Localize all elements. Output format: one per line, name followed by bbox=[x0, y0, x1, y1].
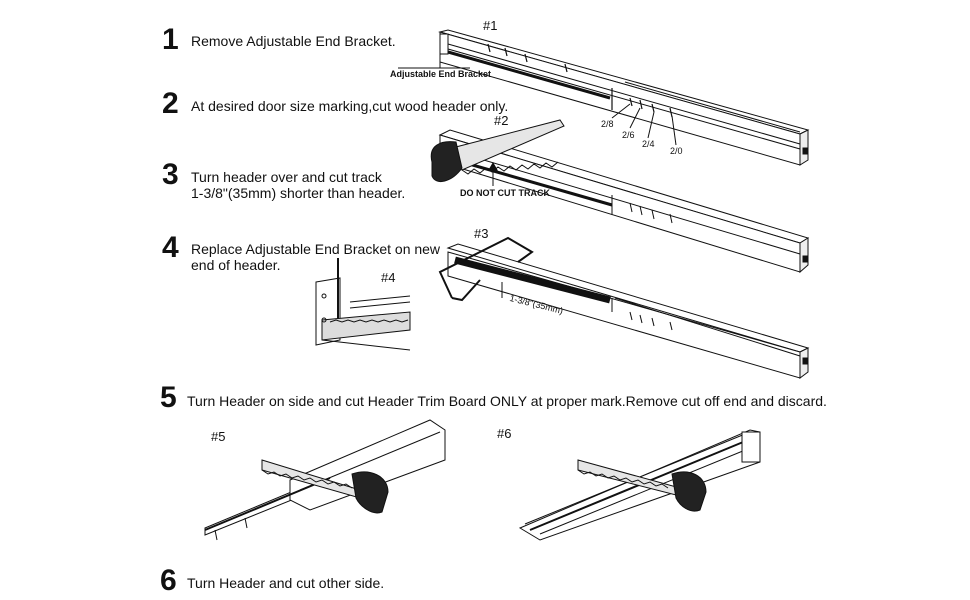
adjustable-end-bracket-label: Adjustable End Bracket bbox=[390, 69, 492, 79]
step-2-text: At desired door size marking,cut wood he… bbox=[191, 98, 509, 114]
step-4-text-line1: Replace Adjustable End Bracket on new cu… bbox=[191, 241, 441, 257]
figure-6-label: #6 bbox=[497, 426, 512, 441]
size-mark-2-4: 2/4 bbox=[642, 139, 655, 149]
saw-icon-fig6 bbox=[577, 459, 707, 512]
step-4-number: 4 bbox=[162, 231, 179, 264]
step-6-number: 6 bbox=[160, 564, 177, 597]
step-6-text: Turn Header and cut other side. bbox=[187, 575, 385, 591]
step-5-text: Turn Header on side and cut Header Trim … bbox=[187, 393, 827, 409]
figure-2-header bbox=[438, 129, 810, 274]
size-mark-2-0: 2/0 bbox=[670, 146, 683, 156]
step-2-number: 2 bbox=[162, 87, 179, 120]
figure-3-label: #3 bbox=[474, 226, 489, 241]
size-mark-ticks bbox=[487, 43, 673, 118]
do-not-cut-track-label: DO NOT CUT TRACK bbox=[460, 188, 550, 198]
size-mark-2-8: 2/8 bbox=[601, 119, 614, 129]
hacksaw-icon bbox=[438, 236, 534, 302]
figure-2-label: #2 bbox=[494, 113, 509, 128]
step-1-text: Remove Adjustable End Bracket. bbox=[191, 33, 396, 49]
step-5-number: 5 bbox=[160, 381, 177, 414]
figure-1-header bbox=[398, 29, 810, 166]
saw-icon bbox=[430, 119, 565, 183]
saw-icon-fig5 bbox=[261, 459, 389, 514]
figure-4-label: #4 bbox=[381, 270, 396, 285]
figure-1-label: #1 bbox=[483, 18, 498, 33]
figure-3-header bbox=[446, 243, 810, 379]
step-1-number: 1 bbox=[162, 23, 179, 56]
figure-4-bracket-detail bbox=[315, 258, 411, 351]
step-3-text-line2: 1-3/8"(35mm) shorter than header. bbox=[191, 185, 406, 201]
size-mark-2-6: 2/6 bbox=[622, 130, 635, 140]
figure-5-label: #5 bbox=[211, 429, 226, 444]
step-3-number: 3 bbox=[162, 158, 179, 191]
step-4-text-line2: end of header. bbox=[191, 257, 281, 273]
step-3-text-line1: Turn header over and cut track bbox=[191, 169, 382, 185]
